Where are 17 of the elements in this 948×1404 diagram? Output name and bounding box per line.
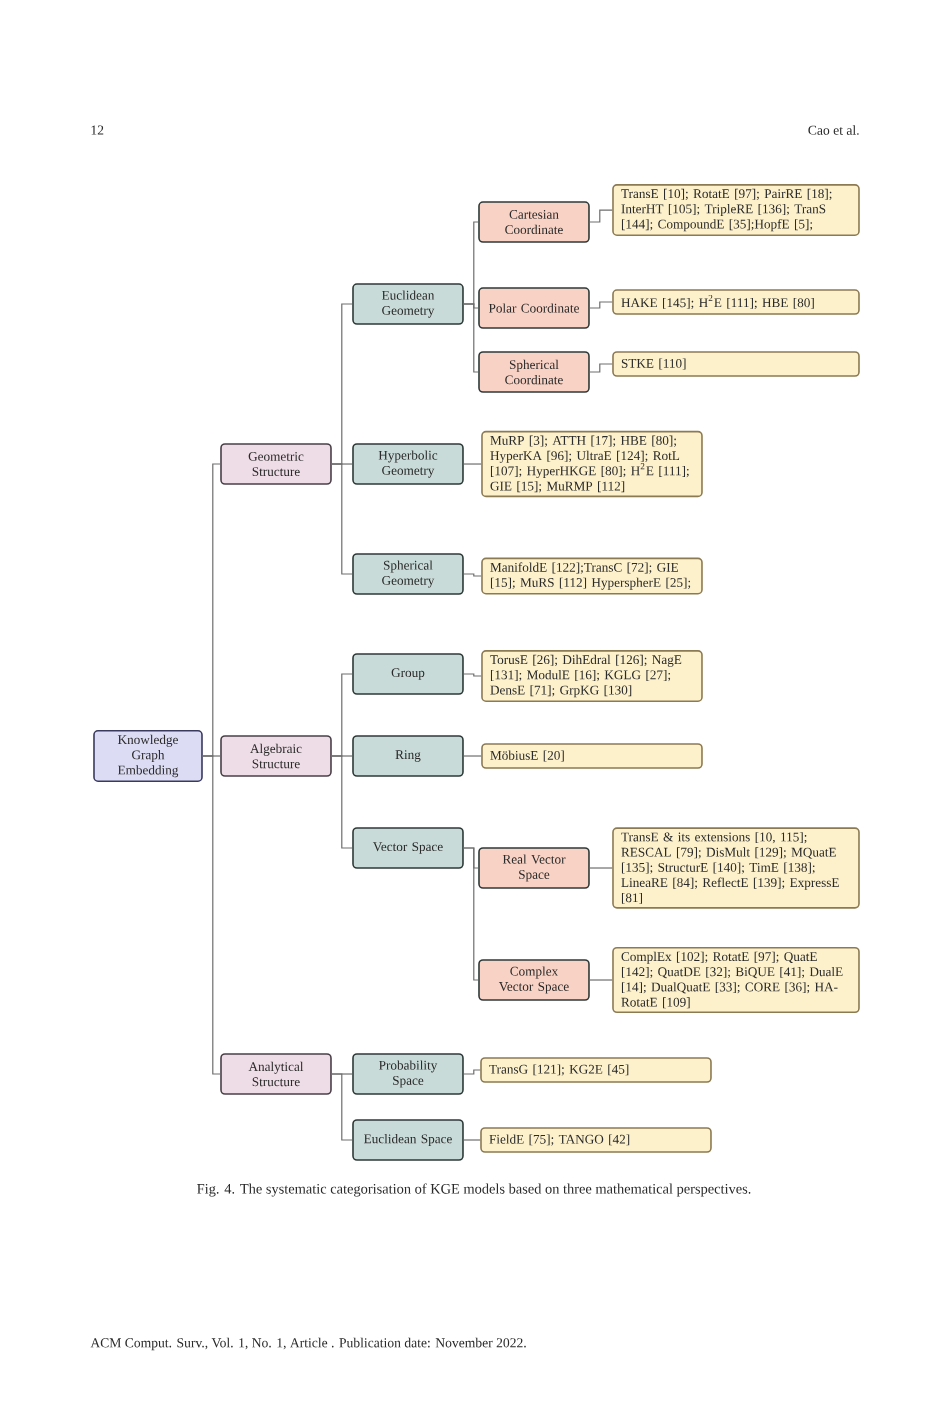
connector-line — [463, 673, 482, 677]
connector-line — [463, 1139, 481, 1141]
connector-line — [463, 573, 482, 577]
connector-line — [463, 463, 482, 465]
connector-line — [463, 1069, 481, 1075]
connector-line — [463, 303, 479, 373]
connector-line — [589, 363, 613, 373]
connector-line — [202, 755, 221, 1075]
connector-line — [331, 1073, 353, 1141]
connector-line — [589, 209, 613, 223]
connector-line — [463, 755, 482, 757]
connector-line — [463, 847, 479, 981]
connector-line — [589, 979, 613, 981]
connector-line — [589, 867, 613, 869]
connector-line — [331, 463, 353, 575]
connector-line — [331, 755, 353, 849]
connector-line — [589, 301, 613, 309]
